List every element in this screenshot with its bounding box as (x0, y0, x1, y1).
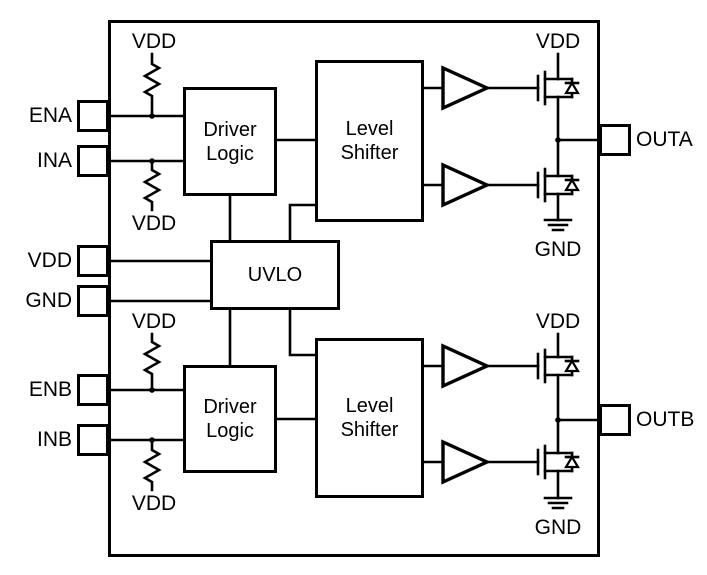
vdd-label-inb-pullup: VDD (131, 492, 177, 515)
pin-enb (77, 374, 109, 406)
ground-symbol-a-icon (543, 218, 573, 232)
wire-levelshifter-a-to-uvlo (288, 203, 317, 242)
vdd-label-outputstage-b: VDD (535, 310, 581, 333)
resistor-inb-pullup (142, 438, 162, 492)
vdd-label-ina-pullup: VDD (131, 212, 177, 235)
channel-a-wires (106, 52, 602, 232)
junction-dots (149, 113, 561, 443)
pin-outb (599, 404, 631, 436)
buffer-b2-icon (441, 439, 492, 485)
pin-outa (599, 124, 631, 156)
wire-group (106, 52, 602, 510)
resistor-ena-pullup (142, 52, 162, 118)
body-diode-a-low-icon (564, 177, 580, 192)
gnd-label-outputstage-b: GND (534, 516, 582, 539)
block-level-shifter-b: Level Shifter (315, 338, 424, 498)
pin-label-outa: OUTA (636, 128, 693, 151)
pin-label-ina: INA (36, 149, 72, 172)
vdd-label-outputstage-a: VDD (535, 30, 581, 53)
uvlo-wires (106, 194, 317, 367)
chip-outline (108, 20, 600, 557)
resistor-ina-pullup (142, 159, 162, 212)
buffer-b1-icon (441, 343, 492, 389)
body-diode-b-high-icon (564, 358, 580, 373)
wire-uvlo-to-levelshifter-b (288, 308, 317, 357)
pin-label-vdd: VDD (27, 249, 72, 272)
pin-label-ena: ENA (28, 104, 72, 127)
ground-symbol-b-icon (543, 496, 573, 510)
mosfet-a-low-icon (536, 167, 580, 203)
pin-gnd (77, 285, 109, 317)
pin-label-gnd: GND (25, 289, 72, 312)
pin-inb (77, 424, 109, 456)
body-diode-a-high-icon (564, 80, 580, 95)
gnd-label-outputstage-a: GND (534, 238, 582, 261)
pin-ena (77, 100, 109, 132)
buffer-a1-icon (441, 65, 492, 111)
block-level-shifter-a: Level Shifter (315, 60, 424, 222)
channel-b-wires (106, 332, 602, 510)
pin-ina (77, 145, 109, 177)
pin-label-enb: ENB (28, 378, 72, 401)
pin-label-inb: INB (36, 428, 72, 451)
vdd-label-enb-pullup: VDD (131, 310, 177, 333)
pin-vdd (77, 245, 109, 277)
pin-label-outb: OUTB (636, 408, 695, 431)
block-driver-logic-b: Driver Logic (183, 365, 277, 473)
buffer-a2-icon (441, 162, 492, 208)
body-diode-b-low-icon (564, 454, 580, 469)
block-uvlo: UVLO (210, 240, 340, 310)
vdd-label-ena-pullup: VDD (131, 30, 177, 53)
block-driver-logic-a: Driver Logic (183, 87, 277, 196)
resistor-enb-pullup (142, 332, 162, 392)
